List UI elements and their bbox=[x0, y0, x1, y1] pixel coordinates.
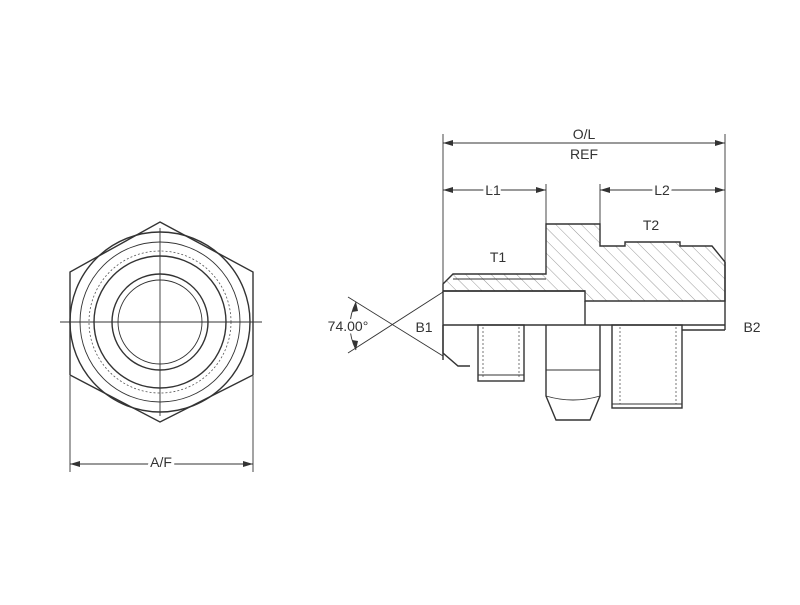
b1-label: B1 bbox=[415, 319, 432, 335]
left-thread-lower bbox=[477, 324, 525, 382]
l1-arrow-right bbox=[536, 187, 546, 193]
hex-lower-outline bbox=[545, 325, 601, 421]
ol-ref-label: REF bbox=[570, 146, 598, 162]
t1-label: T1 bbox=[490, 249, 507, 265]
l1-arrow-left bbox=[443, 187, 453, 193]
end-view: A/F bbox=[60, 221, 262, 473]
ol-label: O/L bbox=[573, 126, 596, 142]
angle-leader-lower bbox=[347, 296, 444, 357]
ol-arrow-right bbox=[715, 140, 725, 146]
af-label: A/F bbox=[150, 454, 172, 470]
angle-arrow-bottom bbox=[352, 340, 358, 350]
angle-arrow-top bbox=[352, 302, 358, 312]
l2-arrow-left bbox=[600, 187, 610, 193]
b2-label: B2 bbox=[743, 319, 760, 335]
angle-arc bbox=[349, 301, 357, 351]
left-flare-lower bbox=[442, 325, 470, 367]
l2-arrow-right bbox=[715, 187, 725, 193]
hex-lower-arc bbox=[545, 395, 601, 401]
t2-label: T2 bbox=[643, 217, 660, 233]
angle-label: 74.00° bbox=[328, 318, 369, 334]
af-arrow-left bbox=[70, 461, 80, 467]
ol-arrow-left bbox=[443, 140, 453, 146]
angle-leader-upper bbox=[347, 291, 444, 354]
af-arrow-right bbox=[243, 461, 253, 467]
l2-label: L2 bbox=[654, 182, 670, 198]
section-outline bbox=[442, 223, 726, 302]
section-hatch bbox=[443, 224, 725, 301]
hex-outline bbox=[69, 221, 254, 423]
right-thread-lower bbox=[611, 324, 683, 409]
side-view: O/L REF L1 L2 T1 T2 B1 B2 74.00° bbox=[325, 126, 761, 421]
l1-label: L1 bbox=[485, 182, 501, 198]
